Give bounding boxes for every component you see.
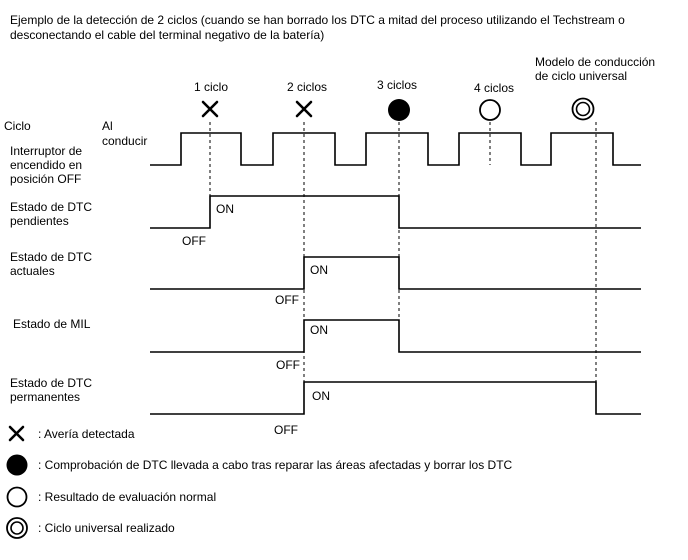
pending-on-label: ON xyxy=(216,202,234,216)
driving-label-line-1: Al xyxy=(102,119,113,133)
cycle-2-label: 2 ciclos xyxy=(287,80,327,94)
legend-open-text: : Resultado de evaluación normal xyxy=(38,490,216,504)
cross-icon xyxy=(201,100,219,118)
ignition-signal xyxy=(150,132,641,166)
permanent-on-label: ON xyxy=(312,389,330,403)
ignition-label-line-3: posición OFF xyxy=(10,172,81,186)
cycle-3-label: 3 ciclos xyxy=(377,78,417,92)
mil-on-label: ON xyxy=(310,323,328,337)
pending-label-line-2: pendientes xyxy=(10,214,69,228)
legend-cross-text: : Avería detectada xyxy=(38,427,135,441)
double-circle-icon xyxy=(6,517,28,539)
ignition-label-line-1: Interruptor de xyxy=(10,144,82,158)
driving-label-line-2: conducir xyxy=(102,134,147,148)
permanent-label-line-2: permanentes xyxy=(10,390,80,404)
cross-icon xyxy=(295,100,313,118)
title-line-2: desconectando el cable del terminal nega… xyxy=(10,28,324,42)
permanent-off-label: OFF xyxy=(274,423,298,437)
cycle-universal-label-line-2: de ciclo universal xyxy=(535,69,627,83)
legend-double-text: : Ciclo universal realizado xyxy=(38,521,175,535)
cycle-4-label: 4 ciclos xyxy=(474,81,514,95)
double-circle-icon xyxy=(571,97,595,121)
current-label-line-1: Estado de DTC xyxy=(10,250,92,264)
ignition-label-line-2: encendido en xyxy=(10,158,82,172)
title-line-1: Ejemplo de la detección de 2 ciclos (cua… xyxy=(10,13,625,27)
open-circle-icon xyxy=(479,99,501,121)
cycle-row-label: Ciclo xyxy=(4,119,31,133)
mil-signal xyxy=(150,319,641,353)
open-circle-icon xyxy=(6,486,28,508)
current-signal xyxy=(150,256,641,290)
cross-icon xyxy=(8,425,25,442)
cycle-1-label: 1 ciclo xyxy=(194,80,228,94)
current-label-line-2: actuales xyxy=(10,264,55,278)
mil-off-label: OFF xyxy=(276,358,300,372)
filled-circle-icon xyxy=(6,454,28,476)
pending-label-line-1: Estado de DTC xyxy=(10,200,92,214)
mil-label: Estado de MIL xyxy=(13,317,91,331)
legend-filled-text: : Comprobación de DTC llevada a cabo tra… xyxy=(38,458,513,472)
legend: : Avería detectada : Comprobación de DTC… xyxy=(6,425,513,539)
current-off-label: OFF xyxy=(275,293,299,307)
permanent-signal xyxy=(150,381,641,415)
pending-off-label: OFF xyxy=(182,234,206,248)
cycle-universal-label-line-1: Modelo de conducción xyxy=(535,55,655,69)
pending-signal xyxy=(150,195,641,229)
current-on-label: ON xyxy=(310,263,328,277)
permanent-label-line-1: Estado de DTC xyxy=(10,376,92,390)
filled-circle-icon xyxy=(388,99,410,121)
